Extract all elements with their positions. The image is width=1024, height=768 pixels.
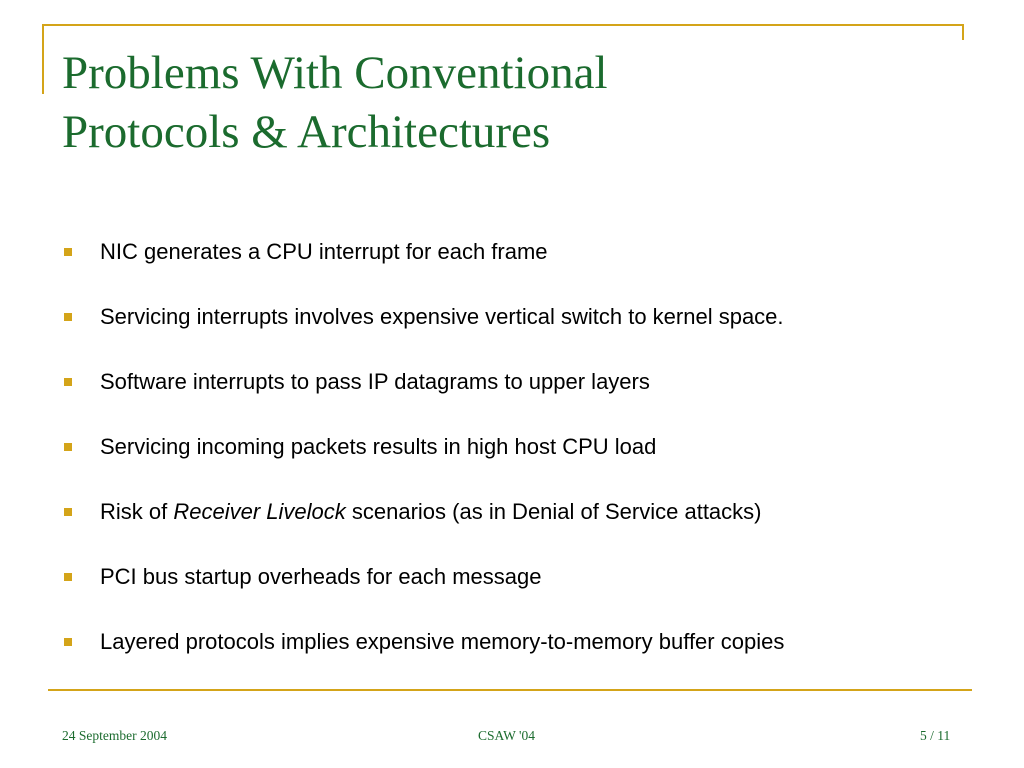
bullet-text: Layered protocols implies expensive memo…: [100, 629, 785, 654]
slide-title-line-2: Protocols & Architectures: [62, 106, 551, 158]
square-bullet-icon: [64, 378, 72, 386]
bullet-item: Layered protocols implies expensive memo…: [62, 620, 962, 685]
square-bullet-icon: [64, 313, 72, 321]
bullet-item: Software interrupts to pass IP datagrams…: [62, 360, 962, 425]
bullet-item: PCI bus startup overheads for each messa…: [62, 555, 962, 620]
square-bullet-icon: [64, 573, 72, 581]
bullet-text: Servicing interrupts involves expensive …: [100, 304, 784, 329]
bullet-text: Risk of Receiver Livelock scenarios (as …: [100, 498, 762, 526]
bullet-text-prefix: Risk of: [100, 499, 174, 524]
bullet-text: NIC generates a CPU interrupt for each f…: [100, 239, 548, 264]
slide-title: Problems With Conventional Protocols & A…: [62, 44, 922, 162]
bullet-text-emphasis: Receiver Livelock: [173, 499, 346, 524]
footer-divider: [48, 689, 972, 691]
frame-top-line: [42, 24, 964, 26]
bullet-text: Servicing incoming packets results in hi…: [100, 434, 657, 459]
footer-event: CSAW '04: [478, 728, 535, 743]
bullet-item: Servicing incoming packets results in hi…: [62, 425, 962, 490]
frame-left-line: [42, 24, 44, 94]
square-bullet-icon: [64, 248, 72, 256]
bullet-text: Software interrupts to pass IP datagrams…: [100, 369, 650, 394]
footer-date: 24 September 2004: [62, 728, 167, 743]
slide-title-line-1: Problems With Conventional: [62, 47, 608, 99]
page-number: 5 / 11: [920, 728, 951, 743]
bullet-text: PCI bus startup overheads for each messa…: [100, 564, 542, 589]
square-bullet-icon: [64, 443, 72, 451]
square-bullet-icon: [64, 638, 72, 646]
frame-right-line: [962, 24, 964, 40]
bullet-text-suffix: scenarios (as in Denial of Service attac…: [345, 499, 762, 524]
square-bullet-icon: [64, 508, 72, 516]
bullet-item: Risk of Receiver Livelock scenarios (as …: [62, 490, 962, 555]
bullet-list: NIC generates a CPU interrupt for each f…: [62, 230, 962, 685]
bullet-item: Servicing interrupts involves expensive …: [62, 295, 962, 360]
bullet-item: NIC generates a CPU interrupt for each f…: [62, 230, 962, 295]
